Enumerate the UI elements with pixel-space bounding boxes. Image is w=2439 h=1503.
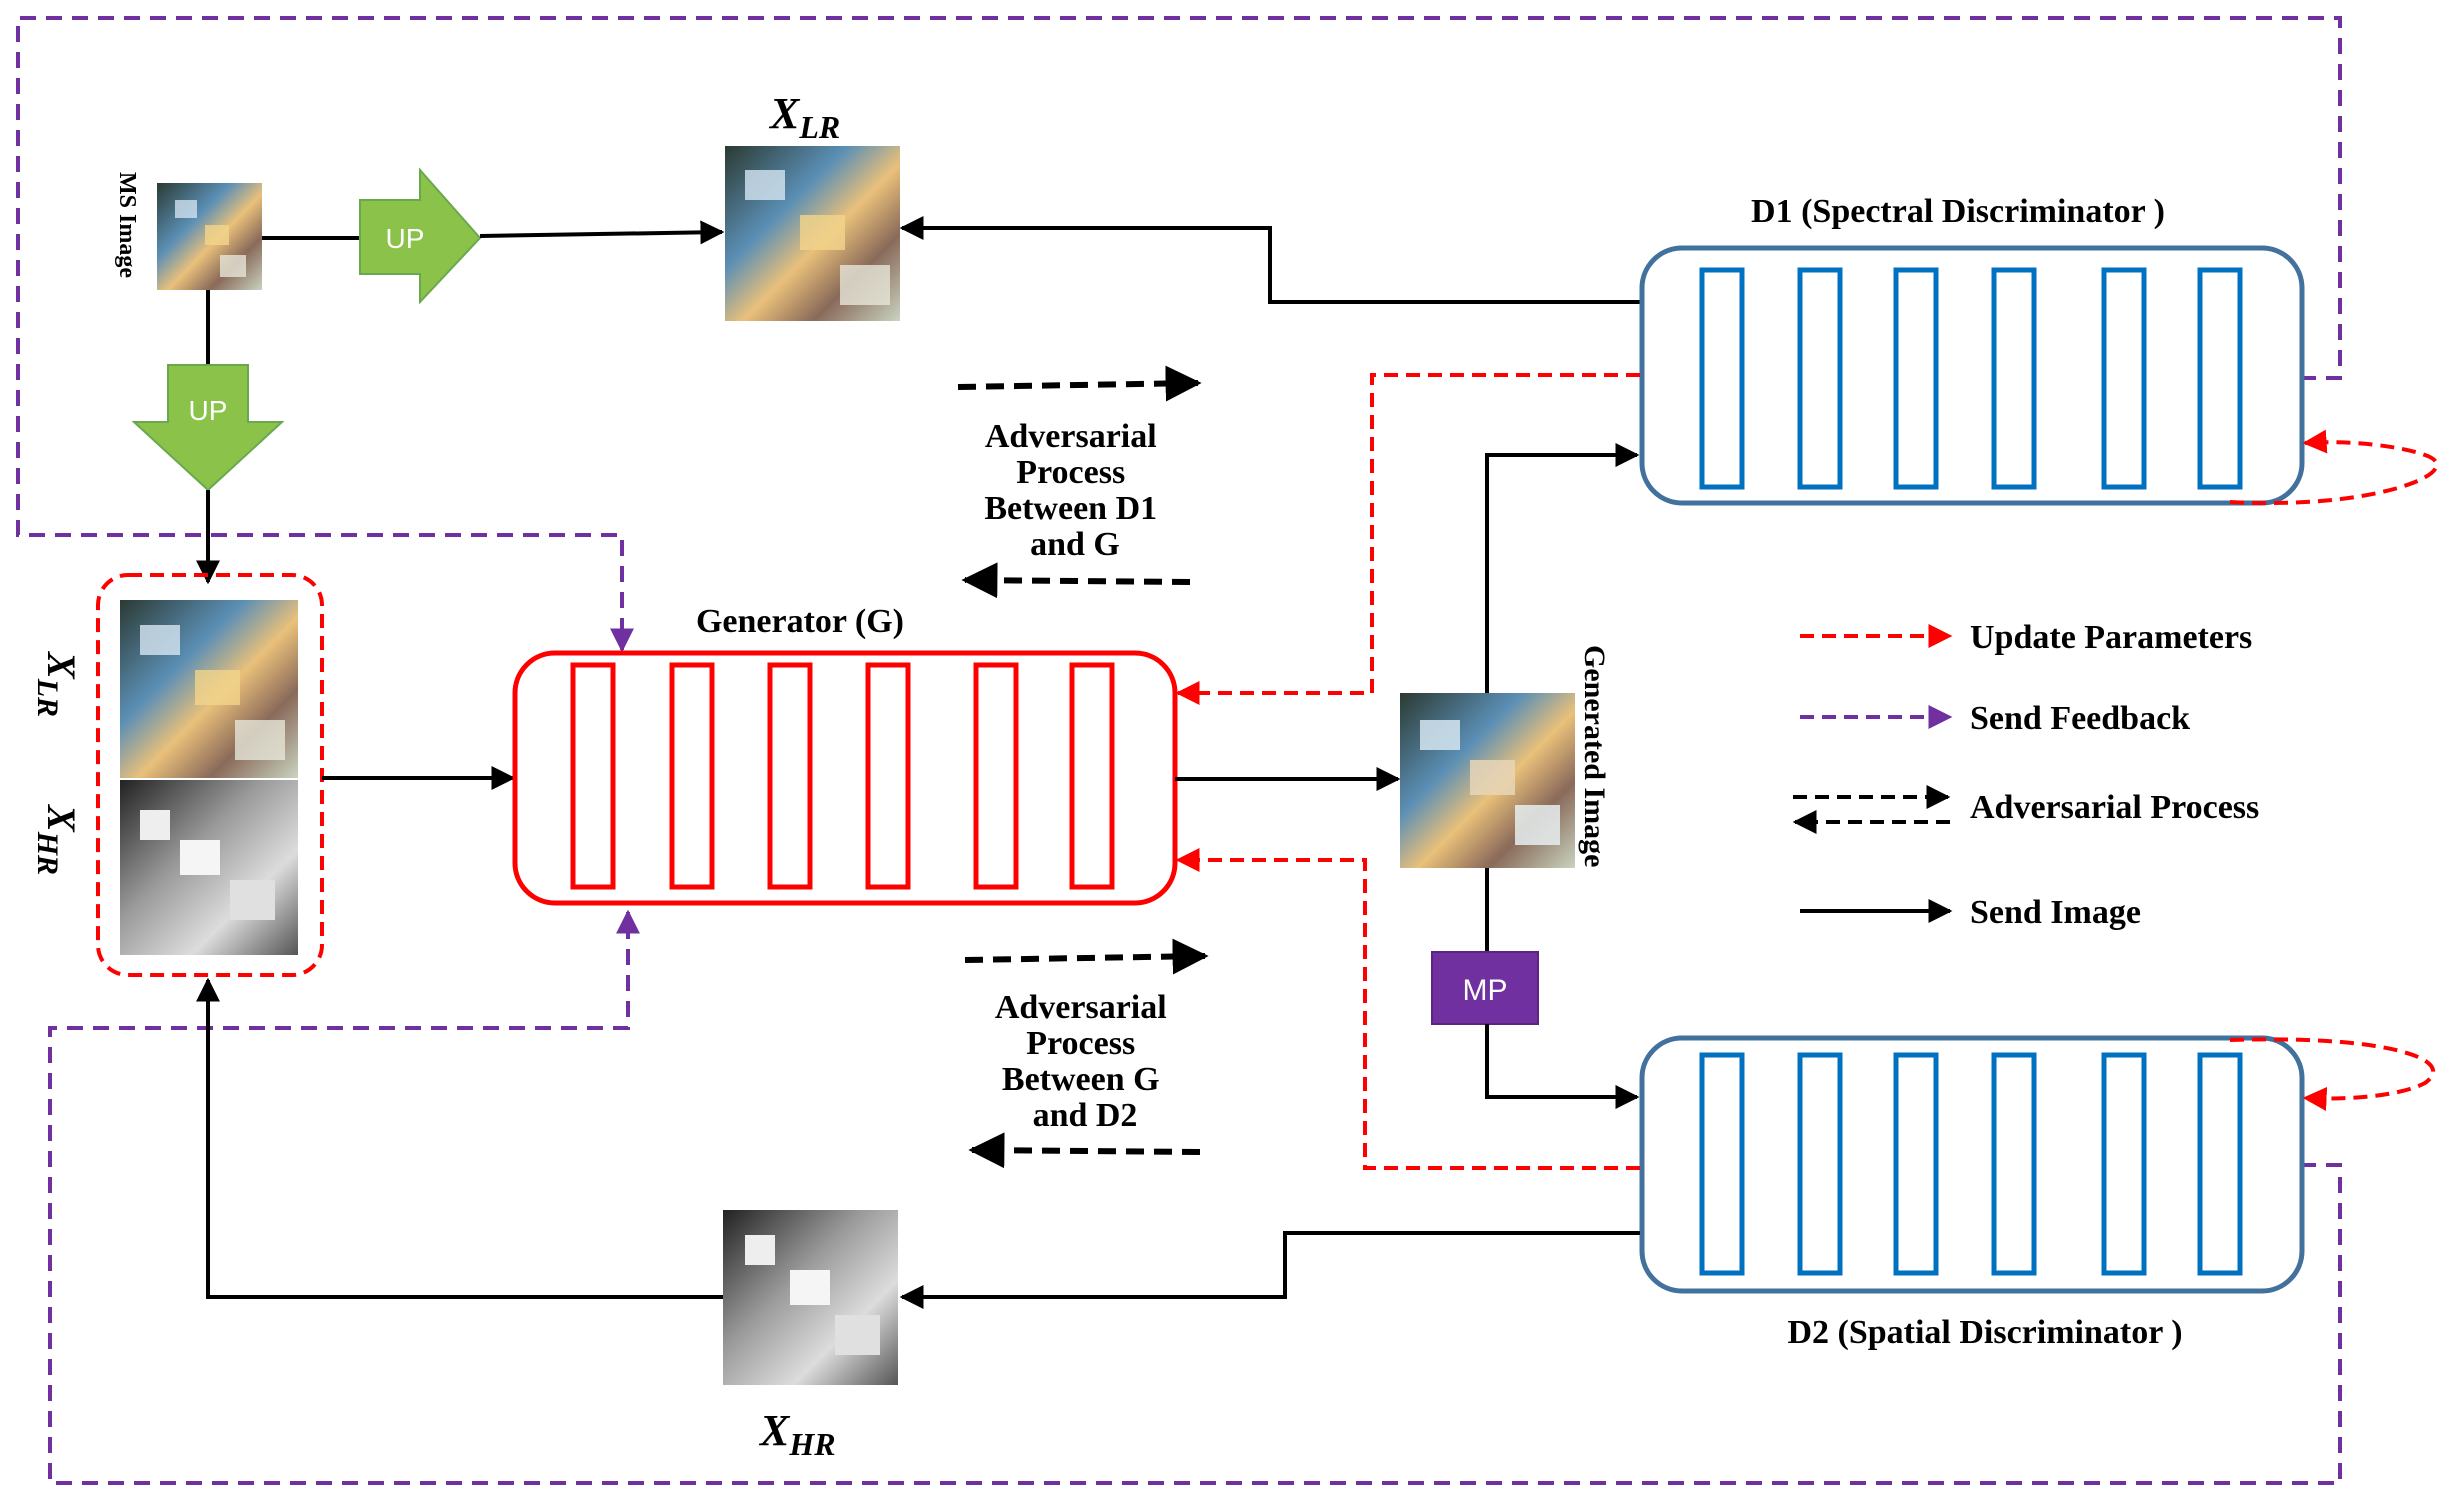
generator-block: [512, 650, 1178, 906]
mp-to-d2-line: [1485, 1024, 1640, 1109]
generated-image-label: Generated Image: [1578, 645, 1611, 867]
d1-self-update-loop: [2229, 429, 2439, 505]
legend-adversarial-label: Adversarial Process: [1970, 789, 2259, 826]
xhr-image-bottom: [723, 1210, 898, 1385]
d1-block: [1639, 245, 2305, 506]
legend-update-label: Update Parameters: [1970, 619, 2252, 656]
adv-d1-g-text: Adversarial Process Between D1 and G: [984, 418, 1165, 563]
up-to-xlr-line: [479, 220, 725, 245]
xhr-label-bottom: XHR: [758, 1406, 836, 1462]
input-group-box: [96, 573, 324, 977]
legend: Update Parameters Send Feedback Adversar…: [1792, 619, 2259, 931]
xhr-label-left: XHR: [31, 803, 84, 875]
d1-to-xlr-line: [899, 216, 1640, 304]
up-label-down: UP: [189, 395, 228, 426]
legend-send-image-label: Send Image: [1970, 894, 2141, 931]
mp-label: MP: [1463, 974, 1508, 1007]
d2-block: [1639, 1035, 2305, 1294]
d2-label: D2 (Spatial Discriminator ): [1787, 1314, 2182, 1351]
input-xhr-image: [120, 780, 298, 955]
ms-image: [157, 183, 262, 290]
ms-image-label: MS Image: [114, 172, 140, 278]
d2-update-generator: [1175, 848, 1640, 1170]
feedback-loop-d2: [48, 909, 2342, 1485]
legend-feedback-label: Send Feedback: [1970, 700, 2190, 737]
xlr-label-left: XLR: [31, 650, 84, 717]
d2-self-update-loop: [2229, 1037, 2436, 1111]
adv-g-d2-text: Adversarial Process Between G and D2: [995, 989, 1175, 1134]
d1-label: D1 (Spectral Discriminator ): [1751, 193, 2165, 230]
adv-d1-g-arrow-left: [961, 562, 1191, 599]
feedback-loop-d1: [16, 16, 2342, 653]
generator-label: Generator (G): [696, 603, 904, 640]
adv-d1-g-arrow-right: [957, 365, 1202, 402]
xhr-to-input-line: [196, 977, 723, 1299]
generated-image: [1400, 693, 1575, 868]
adv-g-d2-arrow-left: [968, 1132, 1201, 1169]
mp-box: MP: [1431, 951, 1539, 1025]
up-arrow-right: UP: [359, 167, 482, 305]
adv-g-d2-arrow-right: [964, 938, 1209, 975]
generated-to-d1-line: [1485, 443, 1640, 693]
xlr-image-top: [725, 146, 900, 321]
xlr-label-top: XLR: [768, 89, 840, 145]
up-arrow-down: UP: [131, 364, 285, 492]
d2-to-xhr-line: [899, 1231, 1640, 1309]
up-label-right: UP: [386, 223, 425, 254]
input-xlr-image: [120, 600, 298, 778]
d1-update-generator: [1175, 373, 1640, 705]
